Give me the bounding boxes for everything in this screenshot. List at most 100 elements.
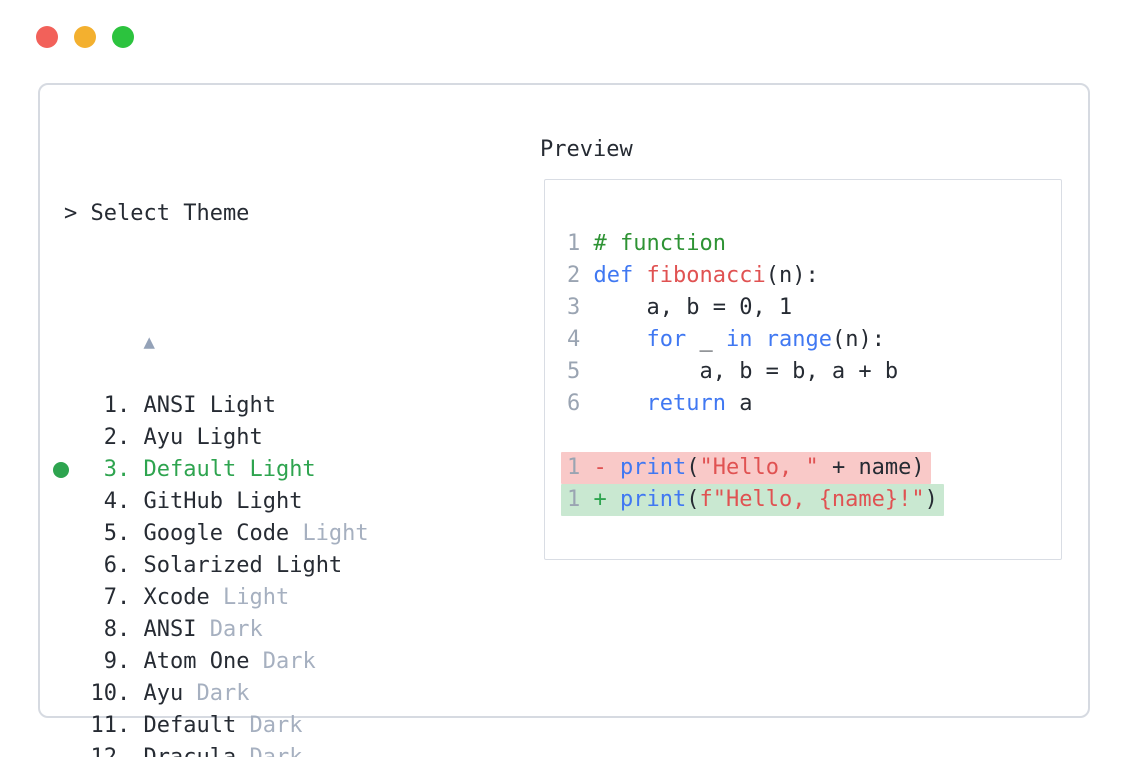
line-number: 3 xyxy=(567,295,581,320)
theme-item-separator xyxy=(249,649,262,674)
code-token: (n): xyxy=(765,263,819,288)
theme-item-name: Xcode xyxy=(143,585,210,610)
theme-list-item-selected[interactable]: 3. Default Light xyxy=(53,454,845,486)
code-token: return xyxy=(646,391,726,416)
theme-item-variant: Dark xyxy=(249,713,303,738)
theme-item-separator xyxy=(196,393,209,418)
line-number: 1 xyxy=(567,455,581,480)
theme-item-variant: Light xyxy=(249,457,316,482)
line-number: 4 xyxy=(567,327,581,352)
theme-item-separator xyxy=(196,617,209,642)
theme-item-separator xyxy=(289,521,302,546)
theme-item-variant: Light xyxy=(275,553,343,578)
code-line: 5 a, b = b, a + b xyxy=(567,356,1061,388)
line-number: 2 xyxy=(567,263,581,288)
code-token: ( xyxy=(686,455,700,480)
line-number: 6 xyxy=(567,391,581,416)
theme-item-name: Default xyxy=(143,457,237,482)
theme-item-number: 8. xyxy=(64,617,144,642)
code-token: + name) xyxy=(818,455,925,480)
close-button[interactable] xyxy=(36,26,58,48)
theme-item-name: Ayu xyxy=(143,681,184,706)
scroll-up-icon[interactable]: ▲ xyxy=(143,331,155,353)
theme-list-item[interactable]: 9. Atom One Dark xyxy=(64,646,845,678)
code-token: a xyxy=(725,391,753,416)
code-token: + xyxy=(580,487,620,512)
theme-item-variant: Dark xyxy=(196,681,250,706)
theme-list-item[interactable]: 11. Default Dark xyxy=(64,710,845,742)
theme-item-variant: Dark xyxy=(209,617,263,642)
theme-list-item[interactable]: 4. GitHub Light xyxy=(64,486,845,518)
diff-highlight-removed: 1 - print("Hello, " + name) xyxy=(561,452,931,484)
code-token: ( xyxy=(686,487,700,512)
minimize-button[interactable] xyxy=(74,26,96,48)
line-number: 1 xyxy=(567,231,581,256)
code-token: (n): xyxy=(831,327,885,352)
theme-item-name: GitHub xyxy=(143,489,223,514)
select-theme-prompt: > Select Theme xyxy=(64,201,250,226)
theme-item-name: Ayu xyxy=(143,425,184,450)
theme-list-item[interactable]: 8. ANSI Dark xyxy=(64,614,845,646)
code-token: # function xyxy=(580,231,726,256)
theme-selector-dialog: > Select Theme ▲ 1. ANSI Light 2. Ayu Li… xyxy=(38,83,1090,757)
code-line: 4 for _ in range(n): xyxy=(567,324,1061,356)
theme-list-item[interactable]: 2. Ayu Light xyxy=(64,422,845,454)
theme-item-number: 10. xyxy=(64,681,144,706)
theme-item-variant: Light xyxy=(222,585,290,610)
line-number: 5 xyxy=(567,359,581,384)
theme-list-item[interactable]: 6. Solarized Light xyxy=(64,550,845,582)
code-token: f"Hello, {name}!" xyxy=(699,487,925,512)
code-token: range xyxy=(765,327,832,352)
code-line: 1 # function xyxy=(567,228,1061,260)
theme-item-separator xyxy=(210,585,223,610)
theme-item-number: 7. xyxy=(64,585,144,610)
theme-item-name: ANSI xyxy=(143,393,197,418)
theme-item-number: 1. xyxy=(64,393,144,418)
theme-item-number: 6. xyxy=(64,553,144,578)
selected-item-bullet-icon xyxy=(53,462,69,478)
diff-line-removed: 1 - print("Hello, " + name) xyxy=(561,452,1061,484)
maximize-button[interactable] xyxy=(112,26,134,48)
theme-item-name: Default xyxy=(143,713,237,738)
theme-list-item[interactable]: 7. Xcode Light xyxy=(64,582,845,614)
code-token: - xyxy=(580,455,620,480)
code-token: print xyxy=(620,487,687,512)
theme-item-variant: Light xyxy=(236,489,303,514)
theme-item-number: 2. xyxy=(64,425,144,450)
theme-item-separator xyxy=(223,489,236,514)
theme-item-name: ANSI xyxy=(143,617,197,642)
code-token: for xyxy=(646,327,687,352)
theme-item-number: 11. xyxy=(64,713,144,738)
theme-list-item[interactable]: 12. Dracula Dark xyxy=(64,742,845,757)
code-token: a, b = b, a + b xyxy=(580,359,899,384)
code-token xyxy=(580,391,646,416)
code-line: 6 return a xyxy=(567,388,1061,420)
code-token xyxy=(633,263,646,288)
code-line: 3 a, b = 0, 1 xyxy=(567,292,1061,324)
diff-line-added: 1 + print(f"Hello, {name}!") xyxy=(561,484,1061,516)
theme-item-separator xyxy=(263,553,276,578)
theme-list-item[interactable]: 1. ANSI Light xyxy=(64,390,845,422)
code-token: def xyxy=(593,263,634,288)
theme-item-name: Solarized xyxy=(143,553,263,578)
theme-item-number: 12. xyxy=(64,745,143,757)
theme-list-item[interactable]: 5. Google Code Light xyxy=(64,518,845,550)
theme-selector-left-column: > Select Theme ▲ 1. ANSI Light 2. Ayu Li… xyxy=(53,134,845,757)
code-token xyxy=(580,263,593,288)
theme-item-number: 5. xyxy=(64,521,144,546)
code-token xyxy=(752,327,765,352)
theme-list: 1. ANSI Light 2. Ayu Light 3. Default Li… xyxy=(53,390,845,757)
theme-item-name: Atom One xyxy=(143,649,250,674)
code-token: in xyxy=(725,327,753,352)
theme-item-separator xyxy=(183,425,196,450)
line-number: 1 xyxy=(567,487,581,512)
theme-item-number: 3. xyxy=(64,457,144,482)
code-token: print xyxy=(620,455,687,480)
theme-item-name: Google Code xyxy=(143,521,290,546)
preview-title: Preview xyxy=(540,137,633,162)
code-token: fibonacci xyxy=(646,263,766,288)
theme-list-item[interactable]: 10. Ayu Dark xyxy=(64,678,845,710)
